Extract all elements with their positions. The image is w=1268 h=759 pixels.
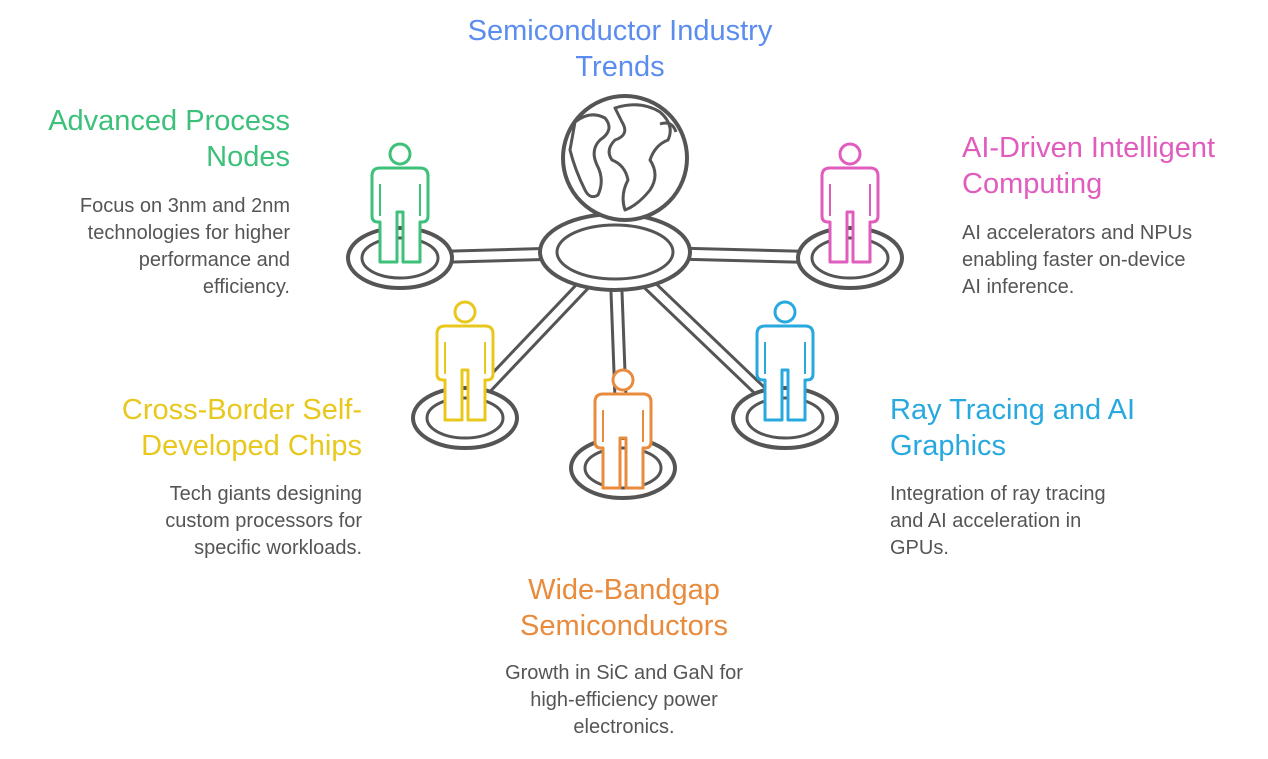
trend-title-wide: Wide-Bandgap Semiconductors	[520, 574, 728, 642]
node-ray	[731, 300, 839, 450]
node-wide	[569, 368, 677, 500]
node-ai	[796, 142, 904, 290]
trend-title-ai: AI-Driven Intelligent Computing	[962, 132, 1216, 200]
node-advanced	[346, 142, 454, 290]
globe-icon	[561, 94, 689, 222]
trend-desc-advanced: Focus on 3nm and 2nm technologies for hi…	[79, 195, 290, 298]
diagram-title: Semiconductor Industry Trends	[467, 15, 773, 83]
trend-title-advanced: Advanced Process Nodes	[48, 105, 290, 173]
trend-title-ray: Ray Tracing and AI Graphics	[890, 394, 1136, 462]
trend-desc-cross: Tech giants designing custom processors …	[165, 483, 362, 559]
trend-title-cross: Cross-Border Self- Developed Chips	[121, 394, 362, 462]
hub-platform	[538, 212, 692, 292]
trend-desc-wide: Growth in SiC and GaN for high-efficienc…	[505, 662, 743, 738]
node-cross	[411, 300, 519, 450]
trend-desc-ray: Integration of ray tracing and AI accele…	[890, 483, 1106, 559]
trend-desc-ai: AI accelerators and NPUs enabling faster…	[962, 222, 1193, 298]
